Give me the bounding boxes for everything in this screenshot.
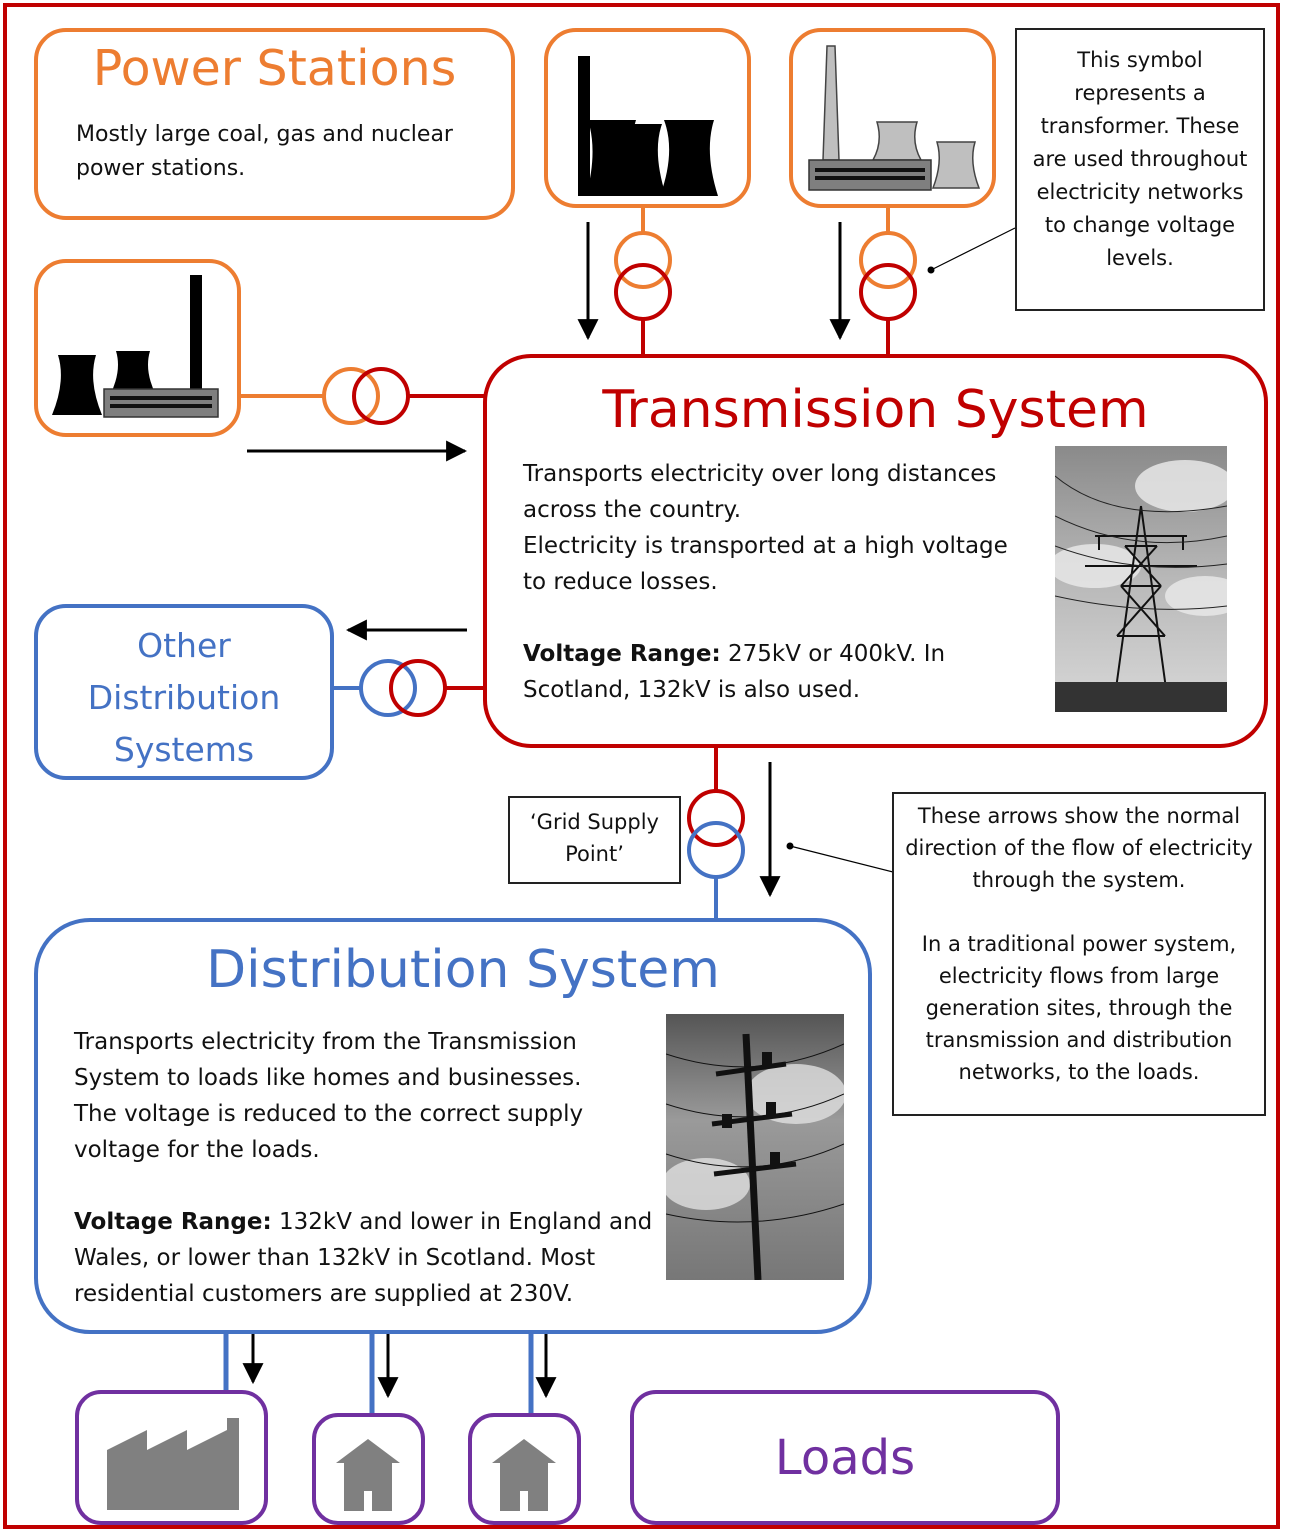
distribution-system-description: Transports electricity from the Transmis… (74, 1024, 664, 1312)
distribution-pole-photo (666, 1014, 844, 1280)
transmission-system-title: Transmission System (602, 380, 1149, 440)
coal-power-station-icon (578, 56, 718, 196)
power-stations-box: Power Stations Mostly large coal, gas an… (34, 28, 515, 220)
coal-power-station-icon-2 (52, 275, 219, 418)
grid-supply-point-label: ‘Grid Supply Point’ (508, 796, 681, 884)
transmission-voltage: Voltage Range: 275kV or 400kV. In Scotla… (523, 636, 1023, 708)
transformer-note-text: This symbol represents a transformer. Th… (1032, 48, 1248, 270)
distribution-voltage: Voltage Range: 132kV and lower in Englan… (74, 1204, 664, 1312)
arrows-note-para-1: These arrows show the normal direction o… (905, 804, 1253, 892)
station-icon-box-1 (544, 28, 751, 208)
distribution-system-box: Distribution System Transports electrici… (34, 918, 872, 1334)
loads-title: Loads (774, 1430, 916, 1486)
house-icon (336, 1439, 400, 1511)
distribution-system-title: Distribution System (206, 940, 720, 1000)
power-stations-title: Power Stations (92, 40, 457, 97)
distribution-voltage-label: Voltage Range: (74, 1209, 272, 1235)
transmission-line-2: Electricity is transported at a high vol… (523, 533, 1008, 595)
transformer-note: This symbol represents a transformer. Th… (1015, 28, 1265, 311)
loads-box: Loads (630, 1390, 1060, 1525)
load-house-box-2 (468, 1413, 581, 1525)
transmission-line-1: Transports electricity over long distanc… (523, 461, 997, 523)
house-icon-2 (492, 1439, 556, 1511)
distribution-line-1: Transports electricity from the Transmis… (74, 1029, 582, 1091)
power-stations-description: Mostly large coal, gas and nuclear power… (76, 122, 453, 181)
other-distribution-line-3: Systems (113, 730, 255, 769)
page-frame (3, 3, 1280, 1529)
transmission-system-description: Transports electricity over long distanc… (523, 456, 1023, 708)
station-icon-box-3 (34, 259, 241, 437)
factory-icon (107, 1418, 239, 1510)
distribution-voltage-value: 132kV and lower in England and Wales, or… (74, 1209, 653, 1307)
transmission-voltage-value: 275kV or 400kV. In Scotland, 132kV is al… (523, 641, 946, 703)
arrows-note-para-2: In a traditional power system, electrici… (921, 932, 1237, 1084)
other-distribution-box: Other Distribution Systems (34, 604, 334, 780)
load-factory-box (75, 1390, 268, 1525)
grid-supply-point-text: ‘Grid Supply Point’ (530, 810, 659, 866)
arrows-note: These arrows show the normal direction o… (892, 792, 1266, 1116)
transmission-system-box: Transmission System Transports electrici… (483, 354, 1268, 748)
station-icon-box-2 (789, 28, 996, 208)
load-house-box-1 (312, 1413, 425, 1525)
other-distribution-line-2: Distribution (87, 678, 281, 717)
pylon-photo (1055, 446, 1227, 712)
gas-power-station-icon (808, 45, 981, 191)
other-distribution-line-1: Other (137, 626, 231, 665)
distribution-line-2: The voltage is reduced to the correct su… (74, 1101, 584, 1163)
transmission-voltage-label: Voltage Range: (523, 641, 721, 667)
